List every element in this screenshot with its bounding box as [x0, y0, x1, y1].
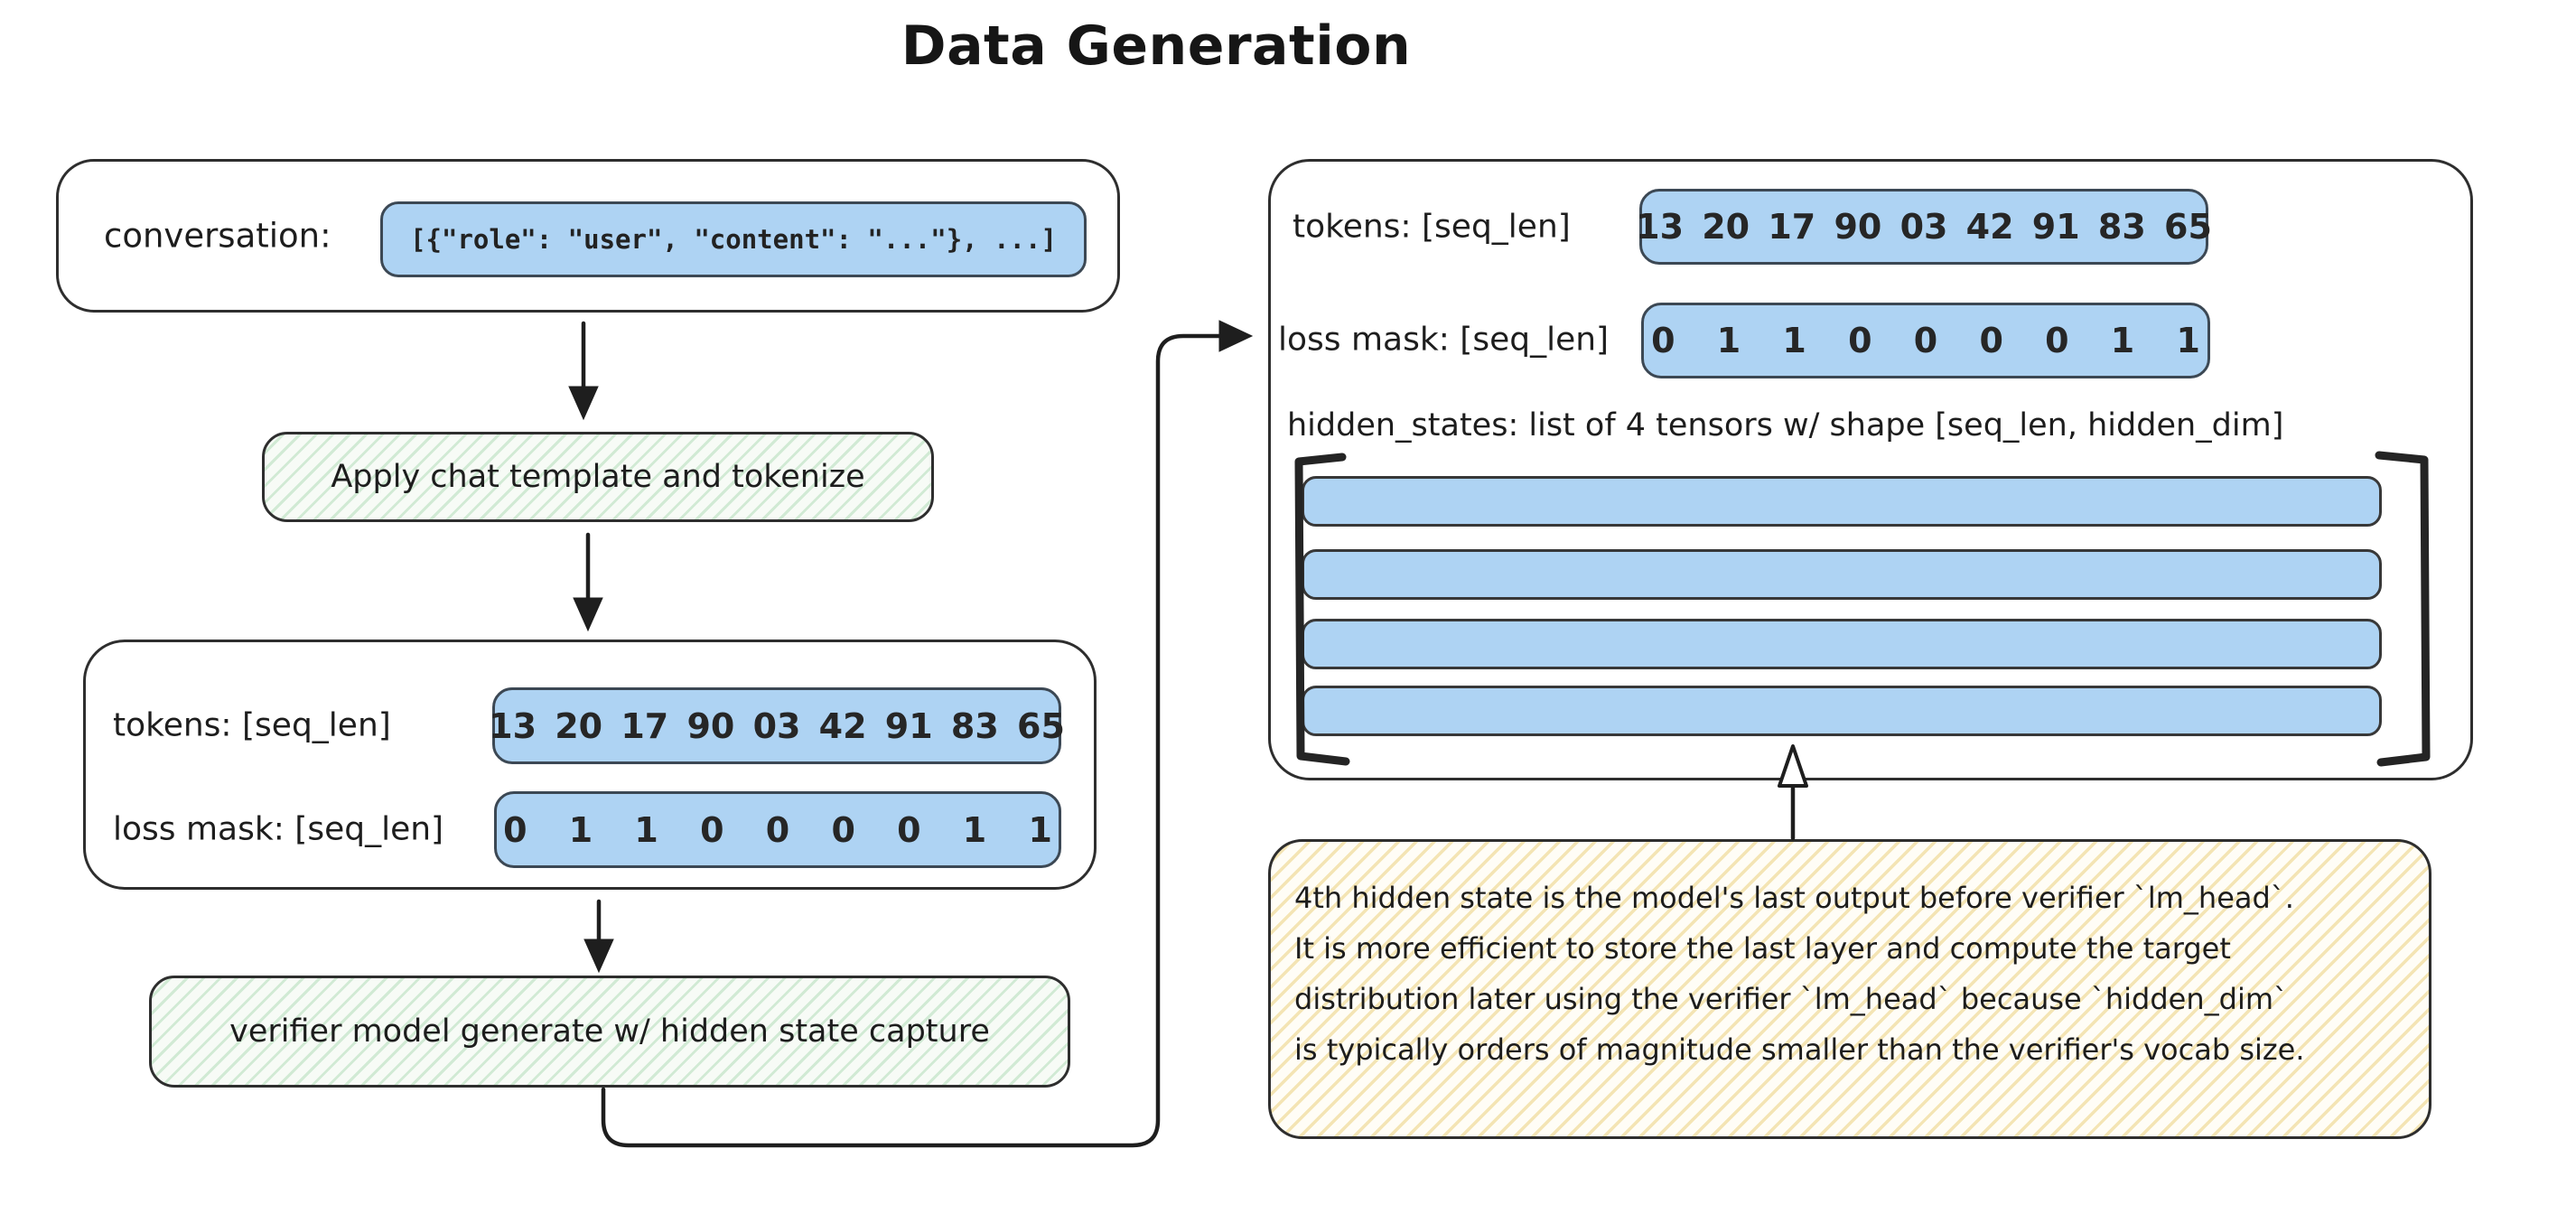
arrow-tokens-to-step2-head	[583, 939, 614, 974]
verifier-generate-label: verifier model generate w/ hidden state …	[229, 1013, 990, 1050]
hidden-state-tensor-2	[1302, 549, 2382, 600]
loss-mask-label: loss mask: [seq_len]	[113, 810, 444, 848]
apply-chat-template-step: Apply chat template and tokenize	[262, 432, 934, 522]
conversation-label: conversation:	[104, 216, 331, 256]
apply-chat-template-label: Apply chat template and tokenize	[331, 459, 865, 495]
hidden-states-label: hidden_states: list of 4 tensors w/ shap…	[1287, 407, 2284, 444]
conversation-code: [{"role": "user", "content": "..."}, ...…	[410, 224, 1057, 255]
output-tokens-values: 13 20 17 90 03 42 91 83 65	[1636, 207, 2212, 247]
connector-step2-to-output-head	[1218, 320, 1254, 352]
arrow-step1-to-tokens-head	[573, 597, 603, 632]
verifier-generate-step: verifier model generate w/ hidden state …	[149, 976, 1070, 1088]
arrow-conversation-to-step1-head	[568, 386, 599, 421]
hidden-state-note-text: 4th hidden state is the model's last out…	[1271, 873, 2429, 1075]
loss-mask-values: 0 1 1 0 0 0 0 1 1	[503, 809, 1052, 850]
tokens-label: tokens: [seq_len]	[113, 706, 391, 744]
note-line: distribution later using the verifier `l…	[1294, 982, 2289, 1016]
conversation-box: conversation: [{"role": "user", "content…	[56, 159, 1120, 313]
note-line: It is more efficient to store the last l…	[1294, 931, 2231, 966]
page-title: Data Generation	[901, 14, 1412, 78]
conversation-code-pill: [{"role": "user", "content": "..."}, ...…	[380, 201, 1087, 277]
hidden-state-tensor-4	[1302, 686, 2382, 736]
tokens-values: 13 20 17 90 03 42 91 83 65	[489, 705, 1065, 746]
hidden-state-tensor-1	[1302, 476, 2382, 527]
tokenized-output-box: tokens: [seq_len] 13 20 17 90 03 42 91 8…	[83, 640, 1097, 890]
loss-mask-values-pill: 0 1 1 0 0 0 0 1 1	[494, 791, 1061, 868]
hidden-state-note: 4th hidden state is the model's last out…	[1268, 839, 2431, 1139]
output-tokens-values-pill: 13 20 17 90 03 42 91 83 65	[1636, 189, 2212, 265]
hidden-state-tensor-3	[1302, 619, 2382, 669]
output-loss-mask-label: loss mask: [seq_len]	[1278, 321, 1610, 359]
output-loss-mask-values-pill: 0 1 1 0 0 0 0 1 1	[1641, 303, 2210, 378]
generation-output-box: tokens: [seq_len] 13 20 17 90 03 42 91 8…	[1268, 159, 2473, 780]
output-tokens-label: tokens: [seq_len]	[1293, 208, 1571, 246]
output-loss-mask-values: 0 1 1 0 0 0 0 1 1	[1651, 321, 2200, 360]
tokens-values-pill: 13 20 17 90 03 42 91 83 65	[489, 687, 1065, 764]
note-line: is typically orders of magnitude smaller…	[1294, 1032, 2305, 1067]
note-line: 4th hidden state is the model's last out…	[1294, 881, 2294, 915]
